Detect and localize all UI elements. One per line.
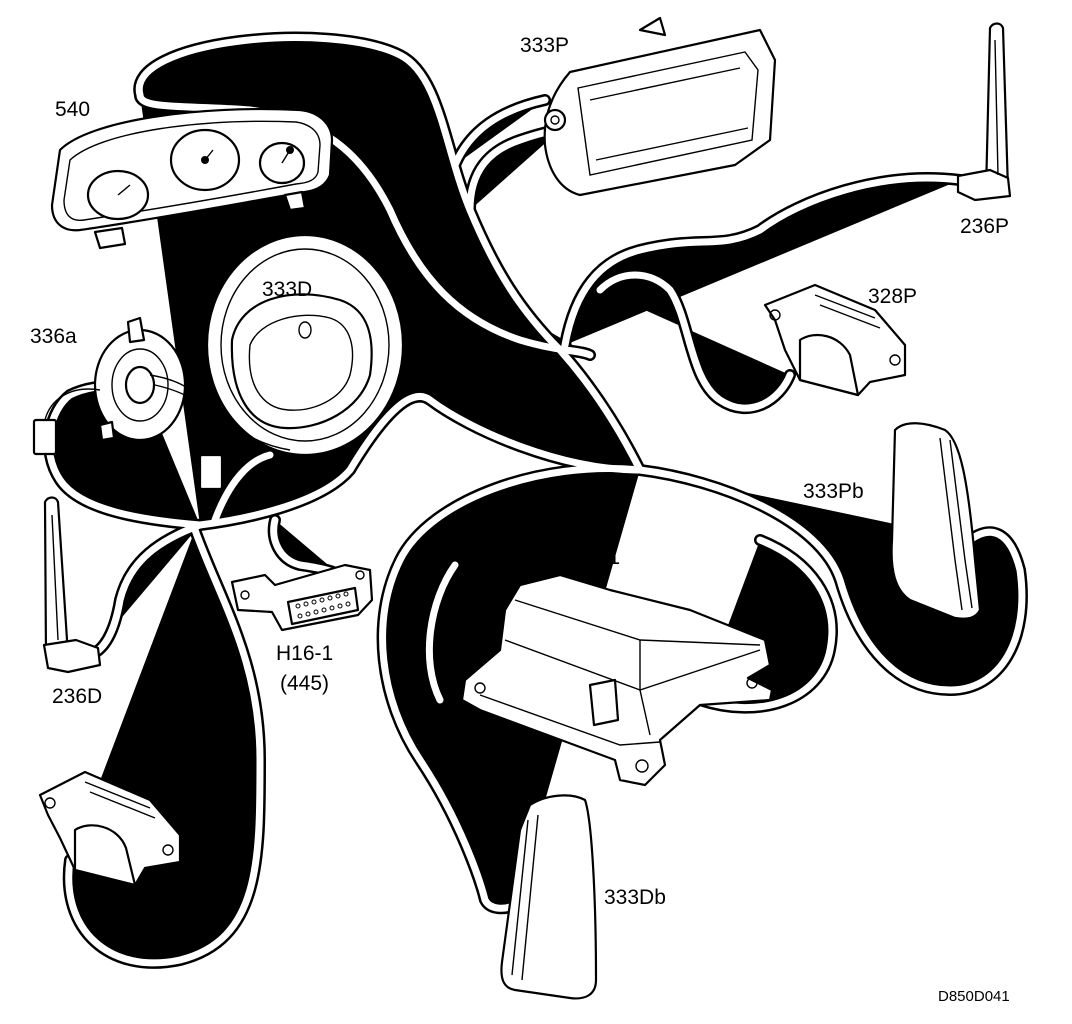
- passenger-airbag: 333P: [520, 16, 777, 197]
- steering-wheel-airbag: 333D: [205, 233, 405, 457]
- instrument-cluster: 540: [50, 98, 334, 250]
- passenger-side-airbag-label: 333Pb: [803, 480, 864, 503]
- driver-antenna: 236D: [42, 496, 102, 708]
- driver-antenna-label: 236D: [52, 685, 102, 708]
- driver-tensioner-label: 328D: [152, 775, 202, 798]
- passenger-side-airbag: 333Pb: [803, 422, 982, 620]
- diagnostic-connector-label: H16-1: [276, 642, 333, 665]
- passenger-tensioner: 328P: [763, 283, 917, 397]
- steering-wheel-label: 333D: [262, 278, 312, 301]
- diagnostic-connector-ref: (445): [280, 672, 329, 695]
- diagnostic-connector: H16-1 (445): [230, 563, 374, 695]
- control-module: 331: [460, 546, 774, 787]
- passenger-tensioner-label: 328P: [868, 285, 917, 308]
- driver-tensioner: 328D: [38, 770, 202, 887]
- contact-reel-label: 336a: [30, 325, 77, 348]
- figure-reference: D850D041: [938, 988, 1010, 1005]
- instrument-cluster-label: 540: [55, 98, 90, 121]
- control-module-label: 331: [585, 546, 620, 569]
- passenger-antenna-label: 236P: [960, 215, 1009, 238]
- contact-reel: 336a: [30, 316, 224, 491]
- passenger-airbag-label: 333P: [520, 34, 569, 57]
- driver-side-airbag: 333Db: [500, 794, 666, 1000]
- passenger-antenna: 236P: [956, 22, 1012, 238]
- driver-side-airbag-label: 333Db: [604, 886, 666, 909]
